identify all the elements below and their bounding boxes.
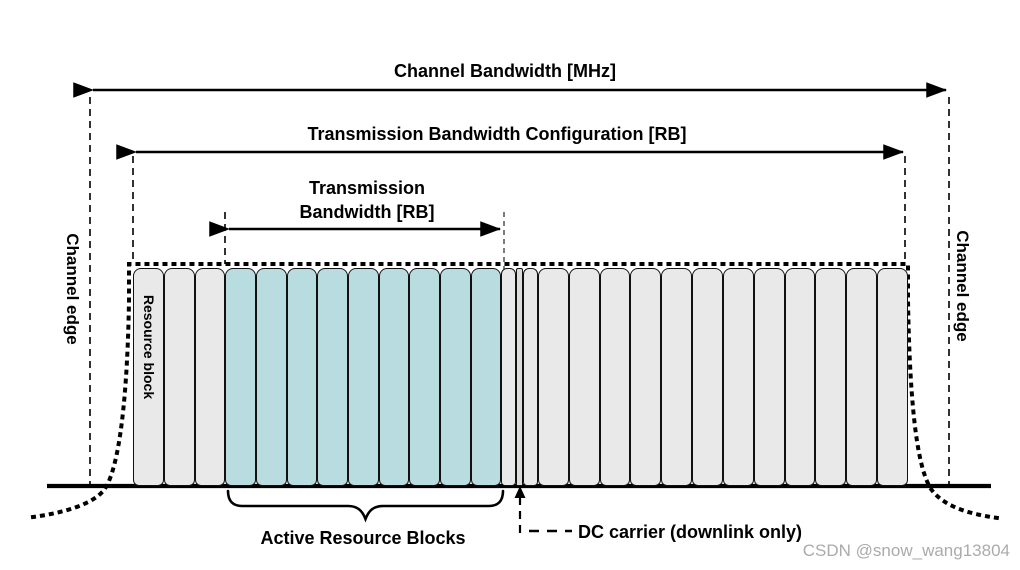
active-resource-block [348,268,379,486]
resource-block [194,268,226,486]
resource-block [784,268,816,486]
half-resource-block [522,268,538,486]
active-blocks-brace [226,489,505,523]
dc-up-arrowhead [514,486,526,498]
resource-block [692,268,723,486]
watermark-text: CSDN @snow_wang13804 [802,541,1010,560]
resource-block [722,268,754,486]
channel-edge-label-right: Channel edge [953,230,972,342]
active-resource-block [225,268,257,486]
resource-block [753,268,785,486]
resource-block [133,268,164,486]
resource-block-label: Resource block [141,294,157,400]
active-resource-blocks-label: Active Resource Blocks [260,528,466,548]
resource-block [537,268,569,486]
dc-carrier-slot [516,268,523,486]
active-resource-block [439,268,471,486]
active-resource-block [470,268,502,486]
half-resource-block [501,268,517,486]
resource-block [163,268,195,486]
resource-block [630,268,662,486]
active-resource-block [409,268,440,486]
resource-block [846,268,878,486]
resource-block-row [133,268,908,486]
dc-carrier-label: DC carrier (downlink only) [578,522,803,542]
resource-block [661,268,693,486]
resource-block [815,268,847,486]
resource-block [568,268,600,486]
resource-block [877,268,908,486]
dashed-guide-lines [89,97,950,485]
tx-bandwidth-label-line2: Bandwidth [RB] [299,202,435,222]
tx-bandwidth-config-label: Transmission Bandwidth Configuration [RB… [307,124,687,144]
tx-bandwidth-label: Transmission Bandwidth [RB] [217,176,517,224]
active-resource-block [286,268,318,486]
tx-bandwidth-label-line1: Transmission [308,178,426,198]
spectrum-mask-dotted-curve [30,262,1001,521]
channel-bandwidth-label: Channel Bandwidth [MHz] [394,61,616,81]
dc-carrier-pointer [514,486,572,533]
resource-block [599,268,631,486]
channel-edge-label-left: Channel edge [63,233,82,345]
active-resource-block [256,268,287,486]
active-resource-block [378,268,410,486]
active-resource-block [317,268,349,486]
